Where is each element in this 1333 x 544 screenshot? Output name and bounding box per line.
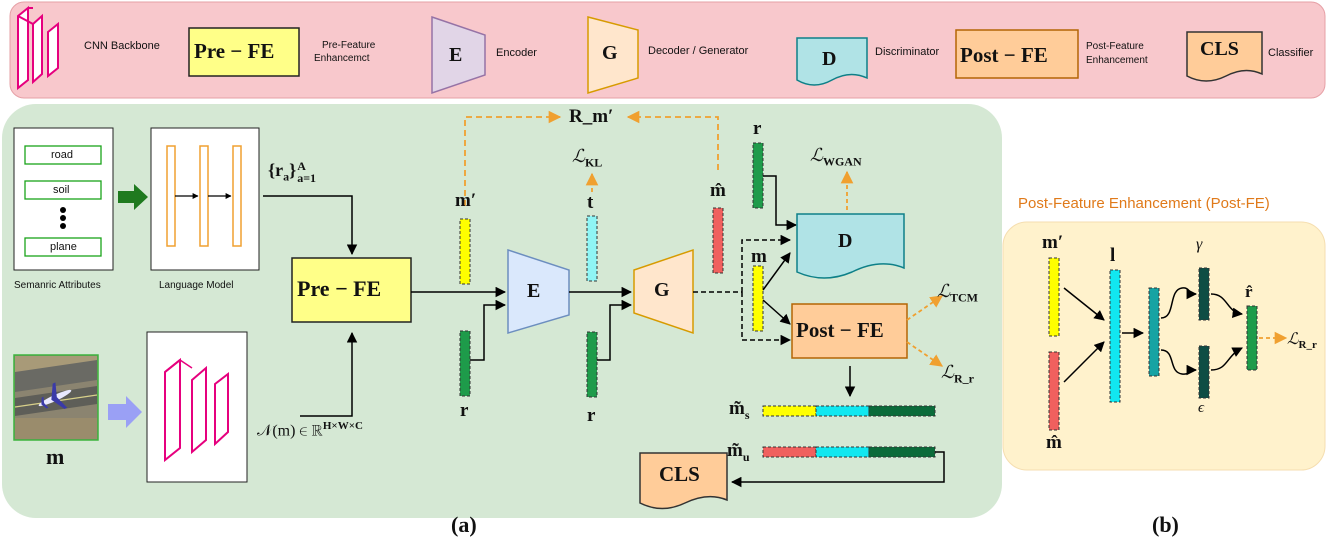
loss-wgan-label: ℒWGAN [810, 145, 862, 169]
attribute-plane: plane [50, 241, 77, 253]
loss-tcm-label: ℒTCM [937, 281, 978, 305]
encoder-text: E [527, 280, 541, 302]
attribute-road: road [51, 149, 74, 161]
panel-b [1002, 221, 1326, 471]
generator-shape [633, 248, 694, 335]
pb-epsilon-bar [1198, 345, 1210, 399]
m-u-strip [762, 446, 936, 458]
m-mid-label: m [751, 246, 767, 267]
prefe-box [291, 257, 412, 323]
r-mid-label: r [587, 405, 596, 426]
legend-encoder-shape [431, 15, 486, 95]
t-label: t [587, 192, 594, 213]
legend-generator-shape [587, 16, 639, 95]
legend-prefe-text: Pre − FE [194, 39, 275, 63]
legend-cnn-icon [17, 5, 59, 91]
pb-r-hat-label: r̂ [1245, 282, 1253, 301]
r-top-label: r [753, 118, 762, 139]
disc-shape [796, 213, 905, 279]
pb-r-hat-bar [1246, 305, 1258, 371]
m-prime-bar [459, 218, 471, 285]
postfe-text: Post − FE [796, 318, 884, 342]
legend-generator-text: G [602, 42, 618, 64]
legend-cnn-label: CNN Backbone [84, 40, 160, 52]
legend-encoder-desc: Encoder [496, 47, 537, 59]
r-left-label: r [460, 400, 469, 421]
legend-generator-desc: Decoder / Generator [648, 45, 749, 57]
pb-hidden-bar [1148, 287, 1160, 377]
panel-b-title: Post-Feature Enhancement (Post-FE) [1018, 195, 1270, 212]
pb-l-bar [1109, 269, 1121, 403]
prefe-text: Pre − FE [297, 276, 382, 301]
loss-kl-label: ℒKL [572, 146, 603, 170]
cls-shape [639, 452, 728, 510]
loss-rr-label: ℒR_r [941, 362, 974, 386]
legend-postfe-box [955, 29, 1079, 79]
legend-postfe-desc-1: Post-Feature [1086, 41, 1144, 52]
legend-encoder-text: E [449, 44, 463, 66]
pb-m-prime-label: m′ [1042, 232, 1064, 253]
legend-disc-shape [796, 37, 868, 86]
r-bar-left [459, 330, 471, 397]
m-u-label: m̃u [727, 440, 750, 464]
legend-prefe-desc-1: Pre-Feature [322, 40, 376, 51]
pb-m-hat-label: m̂ [1046, 432, 1062, 453]
pb-gamma-bar [1198, 267, 1210, 321]
lavender-arrow [108, 396, 142, 428]
r-bar-top [752, 142, 764, 209]
image-label: m [46, 444, 65, 469]
pb-m-prime-bar [1048, 257, 1060, 337]
pb-l-label: l [1110, 245, 1116, 266]
legend-postfe-text: Post − FE [960, 43, 1048, 67]
cls-text: CLS [659, 462, 700, 486]
green-arrow [118, 184, 148, 210]
r-bar-mid [586, 331, 598, 398]
m-bar [752, 265, 764, 332]
pb-epsilon-label: ϵ [1198, 400, 1205, 416]
aerial-image [13, 354, 99, 441]
caption-a: (a) [451, 512, 477, 537]
pb-loss-rr-label: ℒR_r [1287, 331, 1317, 352]
m-s-strip [762, 405, 936, 417]
caption-b: (b) [1152, 512, 1179, 537]
legend-postfe-desc-2: Enhancement [1086, 55, 1148, 66]
m-hat-bar [712, 207, 724, 274]
r-m-label: R_m′ [569, 106, 614, 127]
pb-gamma-label: γ [1196, 236, 1203, 253]
encoder-shape [507, 248, 570, 335]
legend-disc-desc: Discriminator [875, 46, 940, 58]
m-hat-label: m̂ [710, 180, 726, 201]
m-prime-label: m′ [455, 190, 477, 211]
legend-prefe-desc-2: Enhancemct [314, 53, 370, 64]
postfe-box [791, 303, 908, 359]
attributes-caption: Semanric Attributes [14, 280, 101, 291]
m-s-label: m̃s [729, 398, 750, 422]
generator-text: G [654, 279, 670, 301]
attribute-soil: soil [53, 184, 70, 196]
t-bar [586, 215, 598, 282]
pb-m-hat-bar [1048, 351, 1060, 431]
backbone-output-label: 𝒩(m) ∈ ℝH×W×C [257, 420, 363, 440]
legend-prefe-box [188, 27, 300, 77]
legend-cls-shape [1186, 31, 1263, 82]
legend-cls-desc: Classifier [1268, 47, 1314, 59]
legend-cls-text: CLS [1200, 38, 1239, 60]
disc-text: D [838, 230, 853, 252]
legend-disc-text: D [822, 48, 837, 70]
language-model-caption: Language Model [159, 280, 234, 291]
